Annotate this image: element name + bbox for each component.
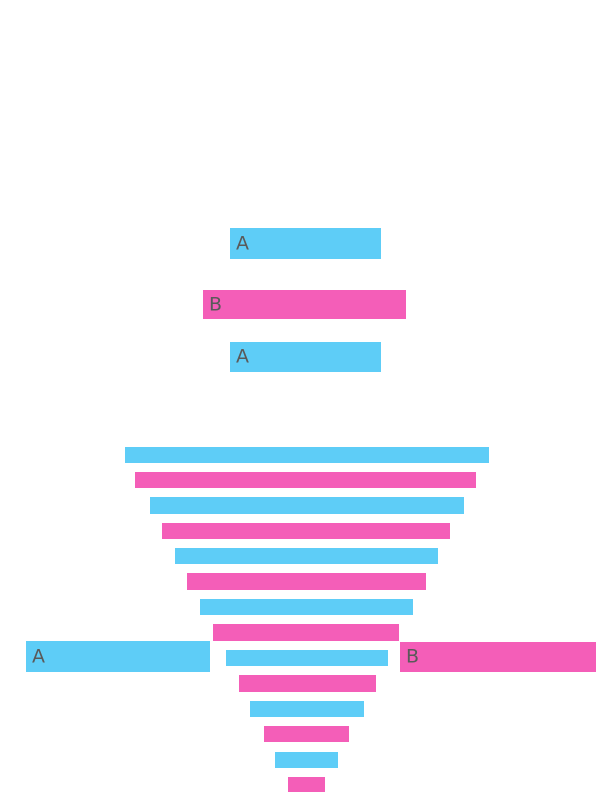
- funnel-bar-1-a: [125, 447, 489, 463]
- funnel-bar-4-b: [162, 523, 450, 539]
- funnel-bar-12-b: [264, 726, 349, 742]
- block-a-top-label: A: [236, 232, 249, 254]
- block-b-middle-label: B: [209, 293, 223, 315]
- block-a-bottom-label: A: [236, 345, 249, 368]
- side-block-b: B: [400, 642, 596, 672]
- funnel-bar-10-b: [239, 675, 376, 692]
- funnel-bar-14-b: [288, 777, 325, 792]
- funnel-bar-7-a: [200, 599, 413, 615]
- side-block-a-label: A: [32, 645, 45, 667]
- block-a-top: A: [230, 228, 381, 259]
- side-block-b-label: B: [406, 645, 420, 668]
- funnel-bar-5-a: [175, 548, 438, 564]
- block-a-bottom: A: [230, 342, 381, 372]
- funnel-bar-8-b: [213, 624, 399, 641]
- funnel-bar-13-a: [275, 752, 338, 768]
- funnel-bar-3-a: [150, 497, 464, 514]
- funnel-bar-6-b: [187, 573, 426, 590]
- block-b-middle: B: [203, 290, 406, 319]
- funnel-bar-11-a: [250, 701, 364, 717]
- funnel-bar-2-b: [135, 472, 476, 488]
- funnel-bar-9-a: [226, 650, 388, 666]
- side-block-a: A: [26, 641, 210, 672]
